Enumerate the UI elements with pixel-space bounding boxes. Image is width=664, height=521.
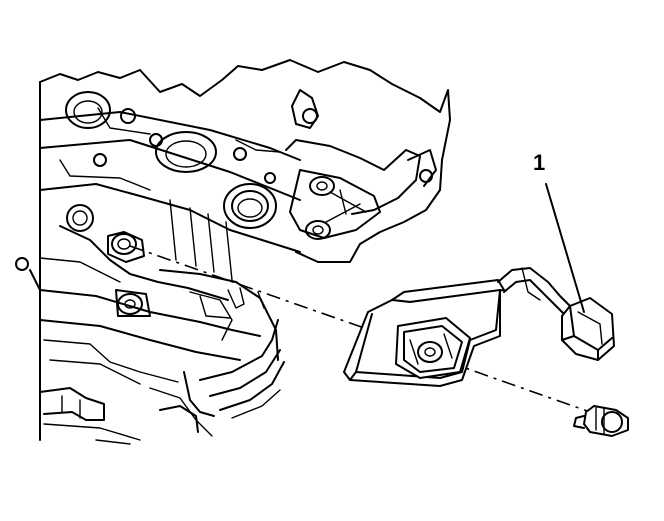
engine-block [15,59,451,445]
mounting-bolt [573,405,629,437]
bracket-alignment-line [129,245,371,331]
sensor-connector [497,267,615,361]
alignment-lines [129,245,591,413]
callout-1-label: 1 [533,150,546,175]
sensor-bracket [343,279,505,387]
callout-1-leader [545,183,585,313]
